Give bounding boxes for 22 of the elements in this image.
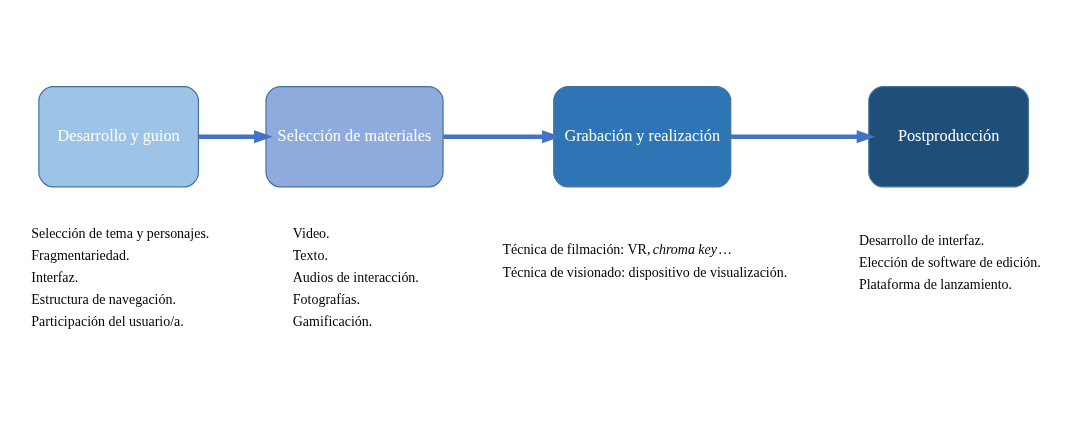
node-label: Selección de tema y personajes. xyxy=(31,225,210,241)
node-label: Gamificación. xyxy=(292,313,373,329)
node-label: Elección de software de edición. xyxy=(858,254,1041,270)
node-label: Fotografías. xyxy=(292,291,360,307)
node-label: Estructura de navegación. xyxy=(31,291,176,307)
arrow xyxy=(443,129,561,143)
node-label: Plataforma de lanzamiento. xyxy=(858,276,1013,292)
node-box: Selección de materiales xyxy=(265,85,444,187)
node-label: Audios de interacción. xyxy=(292,269,419,285)
node-label: Técnica de visionado: dispositivo de visualización. xyxy=(502,264,788,280)
arrow xyxy=(730,129,876,143)
node-label: Interfaz. xyxy=(31,269,79,285)
node-box: Desarrollo y guion xyxy=(38,85,200,187)
node-label: Fragmentariedad. xyxy=(31,247,130,263)
node-label: Técnica de filmación: VR, chroma key… xyxy=(502,241,732,257)
node-box: Postproducción xyxy=(868,85,1029,187)
node-box: Grabación y realización xyxy=(553,85,732,187)
node-label: Participación del usuario/a. xyxy=(31,313,184,329)
node-label: Video. xyxy=(292,225,330,241)
node-label: Texto. xyxy=(292,247,328,263)
arrow xyxy=(198,129,273,143)
node-label: Desarrollo de interfaz. xyxy=(858,232,985,248)
